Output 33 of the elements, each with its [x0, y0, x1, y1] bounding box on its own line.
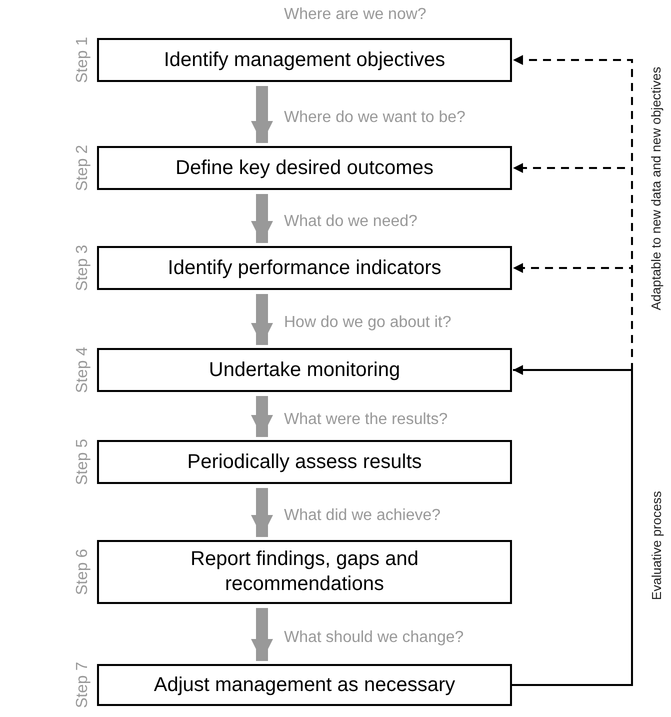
block-arrow	[251, 396, 273, 437]
block-arrow	[251, 294, 273, 345]
process-box	[97, 38, 512, 82]
block-arrow	[251, 488, 273, 537]
step-text: Undertake monitoring	[208, 358, 402, 382]
block-arrow	[251, 86, 273, 143]
side-label: Evaluative process	[648, 490, 664, 600]
step-text: Adjust management as necessary	[152, 672, 456, 698]
process-box	[97, 348, 512, 392]
process-box	[97, 246, 512, 290]
process-box	[97, 440, 512, 484]
step-text: Identify management objectives	[162, 48, 446, 72]
step-label: Step 6	[74, 548, 92, 596]
step-text: Identify performance indicators	[166, 256, 442, 280]
block-arrow	[251, 608, 273, 661]
side-label: Adaptable to new data and new objectives	[648, 66, 664, 310]
process-box	[97, 146, 512, 190]
step-label: Step 5	[74, 438, 92, 486]
step-label: Step 4	[74, 346, 92, 394]
step-label: Step 7	[74, 662, 92, 708]
step-label: Step 2	[74, 144, 92, 192]
arrow	[512, 365, 633, 686]
block-arrow	[251, 194, 273, 243]
step-text: Periodically assess results	[186, 450, 423, 474]
step-text: Report findings, gaps and recommendations	[190, 547, 420, 597]
arrow	[512, 55, 633, 686]
step-label: Step 1	[74, 36, 92, 84]
step-text: Define key desired outcomes	[174, 156, 434, 180]
process-box	[97, 664, 512, 706]
step-label: Step 3	[74, 244, 92, 292]
edge-label: How do we go about it?	[284, 314, 452, 332]
edge-label: What should we change?	[284, 629, 464, 647]
process-box	[97, 540, 512, 604]
